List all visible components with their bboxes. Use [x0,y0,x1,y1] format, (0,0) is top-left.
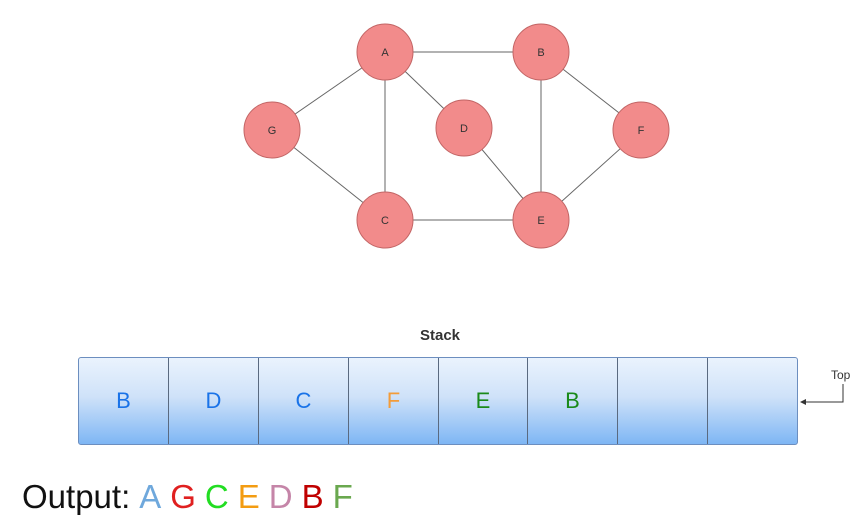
stack-title: Stack [419,327,461,344]
stack-cell: C [259,358,349,444]
node-circle [243,101,301,159]
node-label: C [381,215,389,227]
node-D: D [435,99,493,157]
node-label: B [537,47,544,59]
graph-nodes: A B G D F C E [243,23,670,249]
node-circle [356,191,414,249]
node-F: F [612,101,670,159]
node-circle [356,23,414,81]
output-label: Output: [22,478,131,515]
stack-cell: F [349,358,439,444]
node-A: A [356,23,414,81]
stack-cell: B [528,358,618,444]
output-item: B [301,478,324,515]
node-label: F [638,125,645,137]
graph-diagram: A B G D F C E [243,23,670,249]
node-circle [512,191,570,249]
output-item: F [332,478,353,515]
node-circle [512,23,570,81]
output-item: G [170,478,196,515]
node-C: C [356,191,414,249]
output-item: A [139,478,162,515]
output-item: C [204,478,229,515]
stack-cell: B [79,358,169,444]
node-E: E [512,191,570,249]
node-B: B [512,23,570,81]
node-label: A [381,47,389,59]
stack-cell: E [439,358,528,444]
top-pointer-arrow-icon [800,384,844,405]
node-label: G [268,125,277,137]
stack-cell: D [169,358,259,444]
output-item: D [268,478,293,515]
node-circle [435,99,493,157]
node-circle [612,101,670,159]
node-label: D [460,123,468,135]
node-label: E [537,215,544,227]
node-G: G [243,101,301,159]
stack-cell [618,358,708,444]
output-item: E [237,478,260,515]
top-pointer-label: Top [831,368,851,382]
stack-cell [708,358,797,444]
